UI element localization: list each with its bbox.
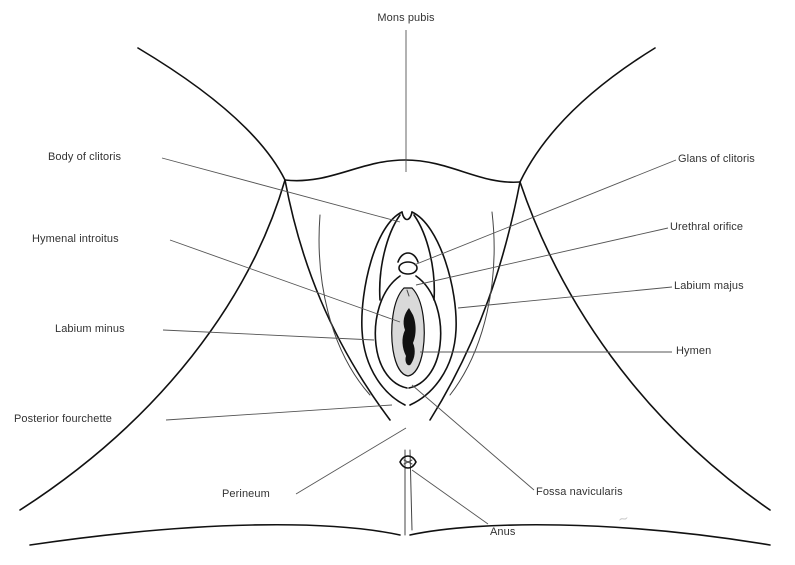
labia-minora (375, 276, 440, 388)
label-perineum: Perineum (222, 488, 270, 501)
label-body-of-clitoris: Body of clitoris (48, 151, 121, 164)
label-mons-pubis: Mons pubis (377, 12, 434, 25)
leader-fossa-navicularis (412, 385, 534, 490)
leader-posterior-fourchette (166, 405, 392, 420)
leader-lines (162, 30, 676, 524)
label-anus: Anus (490, 526, 515, 539)
anus-outline (400, 456, 416, 468)
label-hymen: Hymen (676, 345, 711, 358)
label-hymenal-introitus: Hymenal introitus (32, 233, 119, 246)
leader-labium-minus (163, 330, 374, 340)
body-outline (20, 48, 770, 545)
label-fossa-navicularis: Fossa navicularis (536, 486, 623, 499)
label-posterior-fourchette: Posterior fourchette (14, 413, 112, 426)
label-labium-majus: Labium majus (674, 280, 744, 293)
label-labium-minus: Labium minus (55, 323, 125, 336)
label-urethral-orifice: Urethral orifice (670, 221, 743, 234)
leader-anus (412, 470, 488, 524)
leader-perineum (296, 428, 406, 494)
leader-glans-of-clitoris (414, 160, 676, 265)
label-glans-of-clitoris: Glans of clitoris (678, 153, 755, 166)
leader-body-of-clitoris (162, 158, 400, 222)
